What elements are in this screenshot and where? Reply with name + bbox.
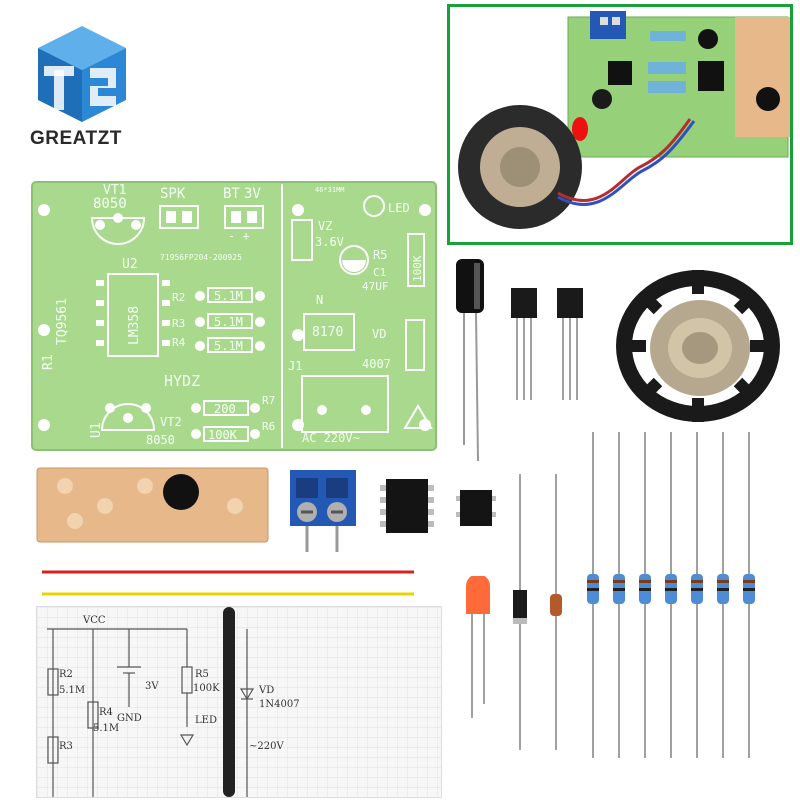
logo-cube-icon	[38, 26, 126, 122]
r6-value: 100K	[208, 428, 238, 442]
optocoupler-chip	[456, 490, 496, 526]
vt2-label: VT2	[160, 415, 182, 429]
transistors	[511, 288, 583, 400]
assembled-board-photo	[447, 4, 793, 245]
r5-value: 100K	[411, 255, 424, 282]
vz-label: VZ	[318, 219, 332, 233]
spk-label: SPK	[160, 186, 186, 202]
bt-label: BT	[223, 186, 240, 202]
svg-text:- +: - +	[228, 229, 250, 243]
sch-r5-val: 100K	[193, 683, 220, 694]
r5-label: R5	[373, 248, 387, 262]
vt1-part-label: 8050	[93, 196, 127, 212]
sch-vd-val: 1N4007	[259, 699, 300, 710]
dip-ic-chip	[380, 479, 434, 533]
r4-value: 5.1M	[214, 339, 243, 353]
vt1-label: VT1	[103, 183, 126, 198]
board-name: HYDZ	[164, 372, 200, 390]
sch-r2: R2	[59, 669, 73, 680]
r2-label: R2	[172, 291, 185, 304]
red-led	[466, 576, 490, 718]
diodes	[513, 474, 562, 750]
r3-value: 5.1M	[214, 315, 243, 329]
n-label: N	[316, 293, 323, 307]
sch-r4-val: 5.1M	[93, 723, 119, 734]
sch-vd: VD	[258, 685, 274, 696]
vt2-part-label: 8050	[146, 433, 175, 447]
bt-voltage-label: 3V	[244, 186, 261, 202]
sch-r2-val: 5.1M	[59, 685, 85, 696]
sch-vcc: VCC	[82, 615, 106, 626]
vd-value: 4007	[362, 357, 391, 371]
c1-label: C1	[373, 266, 386, 279]
brand-name: GREATZT	[30, 128, 122, 149]
sch-ac: ~220V	[249, 741, 284, 752]
sch-bat: 3V	[145, 681, 159, 692]
ic-label: LM358	[127, 306, 142, 345]
speaker	[616, 270, 780, 422]
c1-value: 47UF	[362, 280, 389, 293]
vz-value: 3.6V	[315, 235, 344, 249]
vd-label: VD	[372, 327, 386, 341]
r6-label: R6	[262, 420, 275, 433]
board-code: 71956FP204-200925	[160, 253, 242, 262]
ac-label: AC 220V~	[302, 431, 360, 445]
led-label: LED	[388, 201, 410, 215]
resistors	[587, 432, 755, 758]
sound-module	[36, 467, 269, 543]
model-label: TQ9561	[55, 298, 70, 345]
sch-r4: R4	[99, 707, 113, 718]
j1-label: J1	[288, 359, 302, 373]
electrolytic-capacitor	[456, 259, 484, 462]
r3-label: R3	[172, 317, 185, 330]
sch-r5: R5	[195, 669, 209, 680]
screw-terminal	[290, 470, 356, 552]
r7-value: 200	[214, 402, 236, 416]
wires	[42, 570, 414, 596]
sch-r3: R3	[59, 741, 73, 752]
size-label: 46*31MM	[315, 186, 345, 194]
sch-gnd: GND	[117, 713, 142, 724]
sch-led: LED	[195, 715, 217, 726]
schematic-sheet: VCC R2 5.1M R3 R4 5.1M 3V GND R5 100K LE…	[36, 606, 442, 798]
brand-logo	[28, 18, 136, 126]
u1-label: U1	[89, 422, 104, 438]
r7-label: R7	[262, 394, 275, 407]
n-value: 8170	[312, 325, 343, 340]
r1-label: R1	[41, 354, 56, 370]
r2-value: 5.1M	[214, 289, 243, 303]
r4-label: R4	[172, 336, 186, 349]
u2-label: U2	[122, 257, 138, 272]
pcb-board: VT1 8050 SPK BT 3V - + 71956FP204-200925…	[31, 181, 437, 451]
